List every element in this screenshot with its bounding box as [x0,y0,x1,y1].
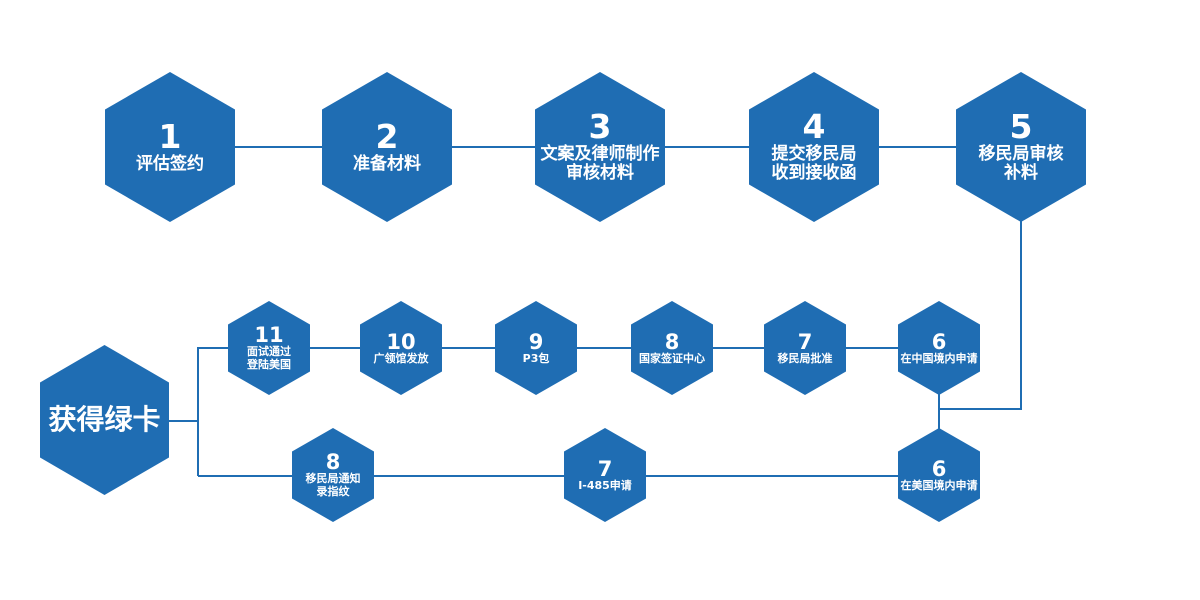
step-label: 登陆美国 [247,358,291,372]
step-label: I-485申请 [578,478,632,492]
step-4-submit-uscis-hexagon: 4 提交移民局 收到接收函 [749,72,879,222]
step-number: 2 [375,116,399,156]
step-label: 评估签约 [136,153,204,174]
step-label: 面试通过 [247,345,291,359]
step-number: 11 [254,323,284,348]
step-label: 在美国境内申请 [900,478,978,492]
step-label: 移民局批准 [777,351,833,365]
step-label: 移民局通知 [305,472,361,486]
connector-left-vertical [197,347,199,476]
step-label: 国家签证中心 [639,351,705,365]
step-2-prepare-materials-hexagon: 2 准备材料 [322,72,452,222]
step-number: 6 [931,329,947,354]
step-1-evaluate-sign-hexagon: 1 评估签约 [105,72,235,222]
step-7-uscis-approval-hexagon: 7 移民局批准 [764,301,846,395]
step-number: 7 [797,329,813,354]
step-number: 8 [664,329,680,354]
step-number: 9 [528,329,544,354]
step-number: 8 [325,450,341,475]
step-number: 4 [802,107,826,147]
step-6-apply-in-china-hexagon: 6 在中国境内申请 [898,301,980,395]
step-8-biometrics-hexagon: 8 移民局通知 录指纹 [292,428,374,522]
step-5-uscis-review-hexagon: 5 移民局审核 补料 [956,72,1086,222]
final-green-card-hexagon: 获得绿卡 [40,345,169,495]
step-3-lawyer-review-hexagon: 3 文案及律师制作 审核材料 [535,72,665,222]
step-label: 在中国境内申请 [900,351,978,365]
step-10-consulate-issue-hexagon: 10 广领馆发放 [360,301,442,395]
step-7-i485-hexagon: 7 I-485申请 [564,428,646,522]
step-number: 7 [597,456,613,481]
step-label: 提交移民局 [771,143,857,164]
step-number: 1 [158,116,182,156]
step-9-p3-packet-hexagon: 9 P3包 [495,301,577,395]
final-label: 获得绿卡 [48,402,161,436]
step-label: 补料 [1004,163,1038,184]
connector-right-vertical [1020,200,1022,409]
step-label: 准备材料 [353,153,421,174]
step-label: 广领馆发放 [373,351,429,365]
step-label: 审核材料 [566,163,634,184]
step-label: 录指纹 [316,485,350,499]
step-label: P3包 [522,351,550,365]
step-label: 收到接收函 [771,163,857,184]
connector-final-stub [160,420,198,422]
step-label: 文案及律师制作 [540,143,660,164]
step-number: 6 [931,456,947,481]
step-11-interview-hexagon: 11 面试通过 登陆美国 [228,301,310,395]
step-8-nvc-hexagon: 8 国家签证中心 [631,301,713,395]
step-label: 移民局审核 [978,143,1064,164]
step-6-apply-in-us-hexagon: 6 在美国境内申请 [898,428,980,522]
step-number: 10 [386,329,416,354]
step-number: 5 [1009,107,1033,147]
connector-right-horizontal [938,408,1022,410]
connector-middle-right-vertical [938,348,940,466]
step-number: 3 [588,107,612,147]
